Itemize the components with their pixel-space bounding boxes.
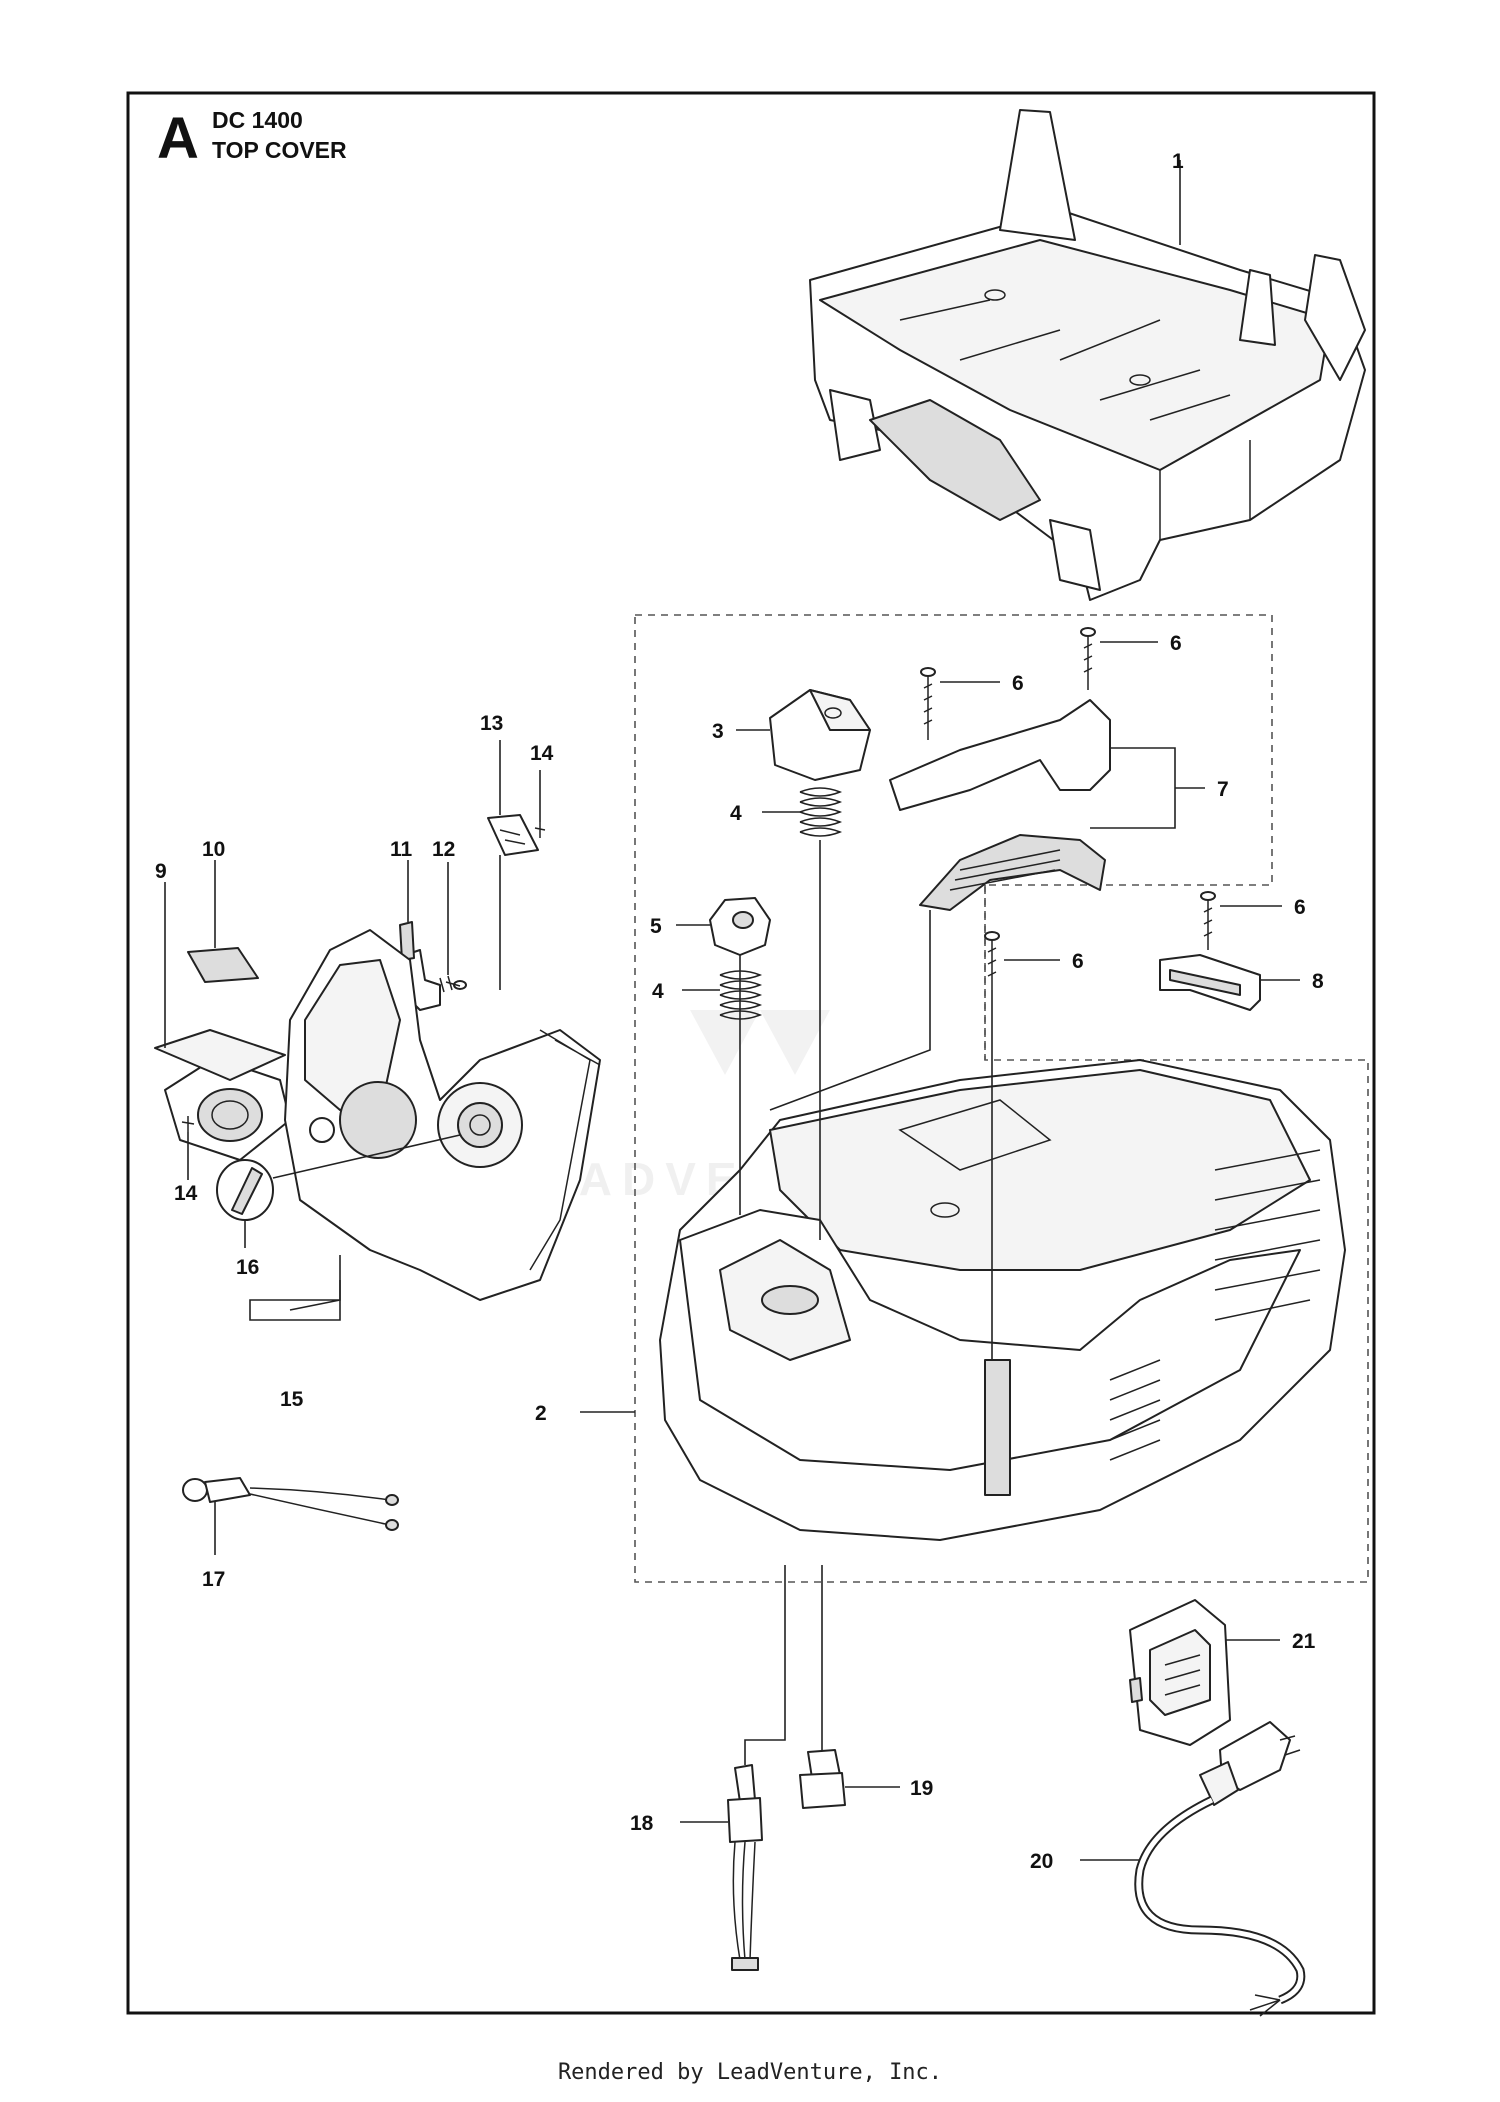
part-3-cap	[769, 689, 871, 781]
callout-1: 1	[1172, 150, 1184, 173]
part-6-screw-a	[920, 667, 936, 740]
leader-18-to-housing	[744, 1565, 786, 1765]
part-7-handle	[889, 699, 1111, 911]
callout-5: 5	[650, 915, 662, 938]
part-2-housing	[659, 1059, 1346, 1541]
part-4-spring-upper	[799, 787, 843, 837]
part-6-screw-b	[1080, 627, 1096, 690]
callout-15: 15	[280, 1388, 304, 1411]
callout-3: 3	[712, 720, 724, 743]
part-6-screw-c	[1200, 891, 1216, 950]
callout-10: 10	[202, 838, 225, 861]
footer-credit: Rendered by LeadVenture, Inc.	[557, 2060, 943, 2085]
callout-4a: 4	[730, 802, 742, 825]
leader-15-bracket	[249, 1280, 341, 1321]
part-14-screw-bottom	[181, 1116, 195, 1132]
section-letter: A	[157, 106, 199, 171]
leader-7-to-housing	[769, 910, 931, 1111]
callout-4b: 4	[652, 980, 664, 1003]
part-19-connector	[799, 1749, 846, 1809]
part-6-screw-d	[984, 931, 1000, 990]
part-1-top-cover	[809, 109, 1366, 601]
callout-12: 12	[432, 838, 455, 861]
callout-19: 19	[910, 1777, 933, 1800]
leader-15	[249, 1255, 341, 1316]
callout-14b: 14	[174, 1182, 198, 1205]
callout-7: 7	[1217, 778, 1229, 801]
callout-6b: 6	[1170, 632, 1182, 655]
callout-17: 17	[202, 1568, 225, 1591]
callout-18: 18	[630, 1812, 654, 1835]
part-12-screw	[439, 975, 467, 993]
part-9-socket	[154, 1029, 291, 1161]
callout-6a: 6	[1012, 672, 1024, 695]
callout-6d: 6	[1072, 950, 1084, 973]
part-21-cover-plate	[1129, 1599, 1231, 1746]
callout-8: 8	[1312, 970, 1324, 993]
part-14-screw-top	[534, 822, 546, 838]
callout-21: 21	[1292, 1630, 1316, 1653]
part-10-label	[187, 947, 259, 983]
part-18-wiring-harness	[727, 1764, 763, 1971]
callout-13: 13	[480, 712, 503, 735]
part-20-power-cord	[1134, 1721, 1306, 2017]
part-4-spring-lower	[719, 970, 763, 1020]
callout-16: 16	[236, 1256, 259, 1279]
leader-16-to-cover	[272, 1134, 461, 1179]
model-label: DC 1400	[212, 107, 303, 133]
callout-2: 2	[535, 1402, 547, 1425]
callout-14a: 14	[530, 742, 554, 765]
part-5-knob	[709, 897, 771, 956]
diagram-border	[126, 91, 1376, 2015]
callout-11: 11	[390, 838, 413, 861]
callout-20: 20	[1030, 1850, 1053, 1873]
leader-7	[1090, 747, 1205, 829]
part-13-plate	[487, 814, 539, 856]
callout-6c: 6	[1294, 896, 1306, 919]
part-15-front-cover	[284, 929, 601, 1301]
section-title: TOP COVER	[212, 137, 347, 163]
part-8-clip	[1159, 954, 1261, 1011]
part-16-knob	[216, 1159, 274, 1221]
callout-9: 9	[155, 860, 167, 883]
part-17-cable	[182, 1477, 399, 1531]
